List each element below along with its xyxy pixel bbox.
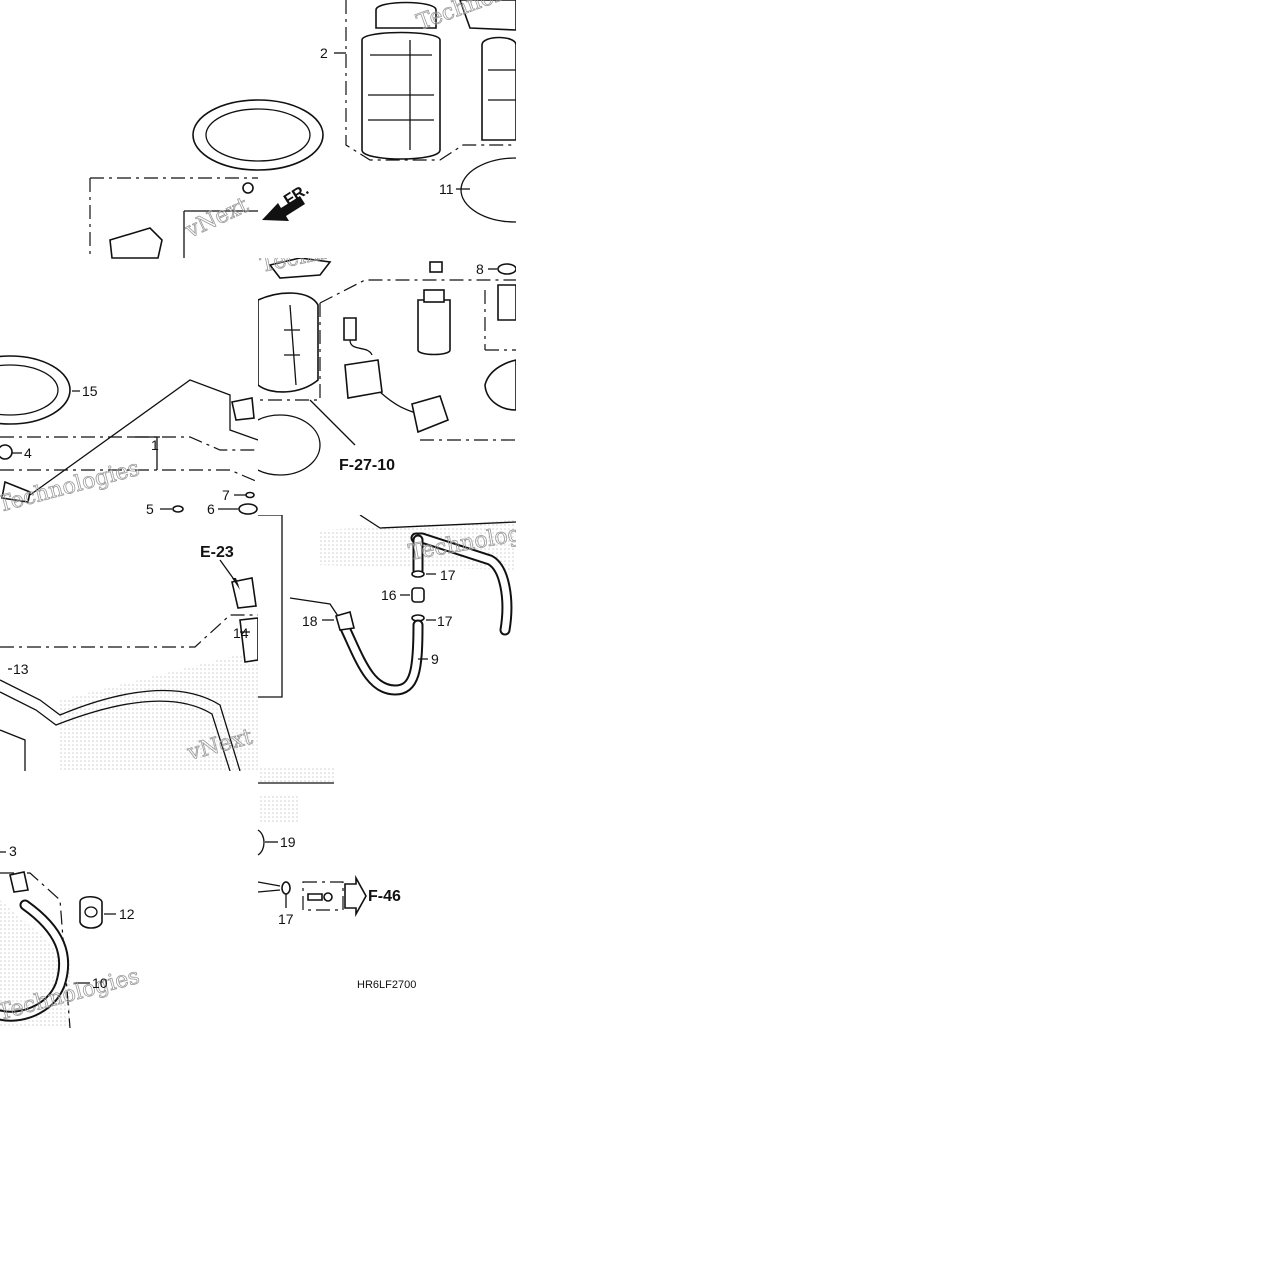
callout-labels: 1 2 3 4 5 6 7 8 9 10 11 12 13 14 15 16 1… [9, 45, 484, 991]
tile-return-hose: Technologies [0, 851, 143, 1028]
tile-feed-pipe: vNext [0, 559, 258, 771]
drawing-code: HR6LF2700 [357, 979, 416, 991]
callout-10: 10 [92, 975, 108, 991]
callout-9: 9 [431, 651, 439, 667]
section-ref-f46[interactable]: F-46 [368, 888, 401, 905]
callout-5: 5 [146, 501, 154, 517]
tile-vent-joint [257, 768, 367, 918]
tile-retainer-ring: vNext [89, 99, 324, 259]
callout-4: 4 [24, 445, 32, 461]
callout-2: 2 [320, 45, 328, 61]
callout-16: 16 [381, 587, 397, 603]
callout-3: 3 [9, 843, 17, 859]
front-direction-arrow: FR. [262, 181, 312, 221]
callout-6: 6 [207, 501, 215, 517]
callout-11: 11 [439, 181, 454, 197]
callout-14: 14 [233, 625, 249, 641]
watermark-text: Technologies [258, 223, 406, 278]
callout-12: 12 [119, 906, 135, 922]
callout-19: 19 [280, 834, 296, 850]
tile-fuel-pump-assembly: Technologies [0, 355, 258, 515]
callout-7: 7 [222, 487, 230, 503]
callout-13: 13 [13, 661, 29, 677]
callout-17-upper: 17 [440, 567, 456, 583]
callout-18: 18 [302, 613, 318, 629]
watermark-text: vNext [181, 193, 252, 244]
tile-vent-hose: Technologies [258, 515, 516, 698]
callout-17-lower: 17 [437, 613, 453, 629]
callout-17-joint: 17 [278, 911, 294, 927]
section-ref-f2710[interactable]: F-27-10 [339, 457, 395, 474]
tile-pump-gauge: Technologies [258, 223, 516, 476]
section-ref-e23[interactable]: E-23 [200, 544, 234, 561]
tile-strainer-housing: Technologies [334, 0, 516, 223]
callout-15: 15 [82, 383, 98, 399]
callout-1: 1 [151, 437, 159, 453]
callout-8: 8 [476, 261, 484, 277]
